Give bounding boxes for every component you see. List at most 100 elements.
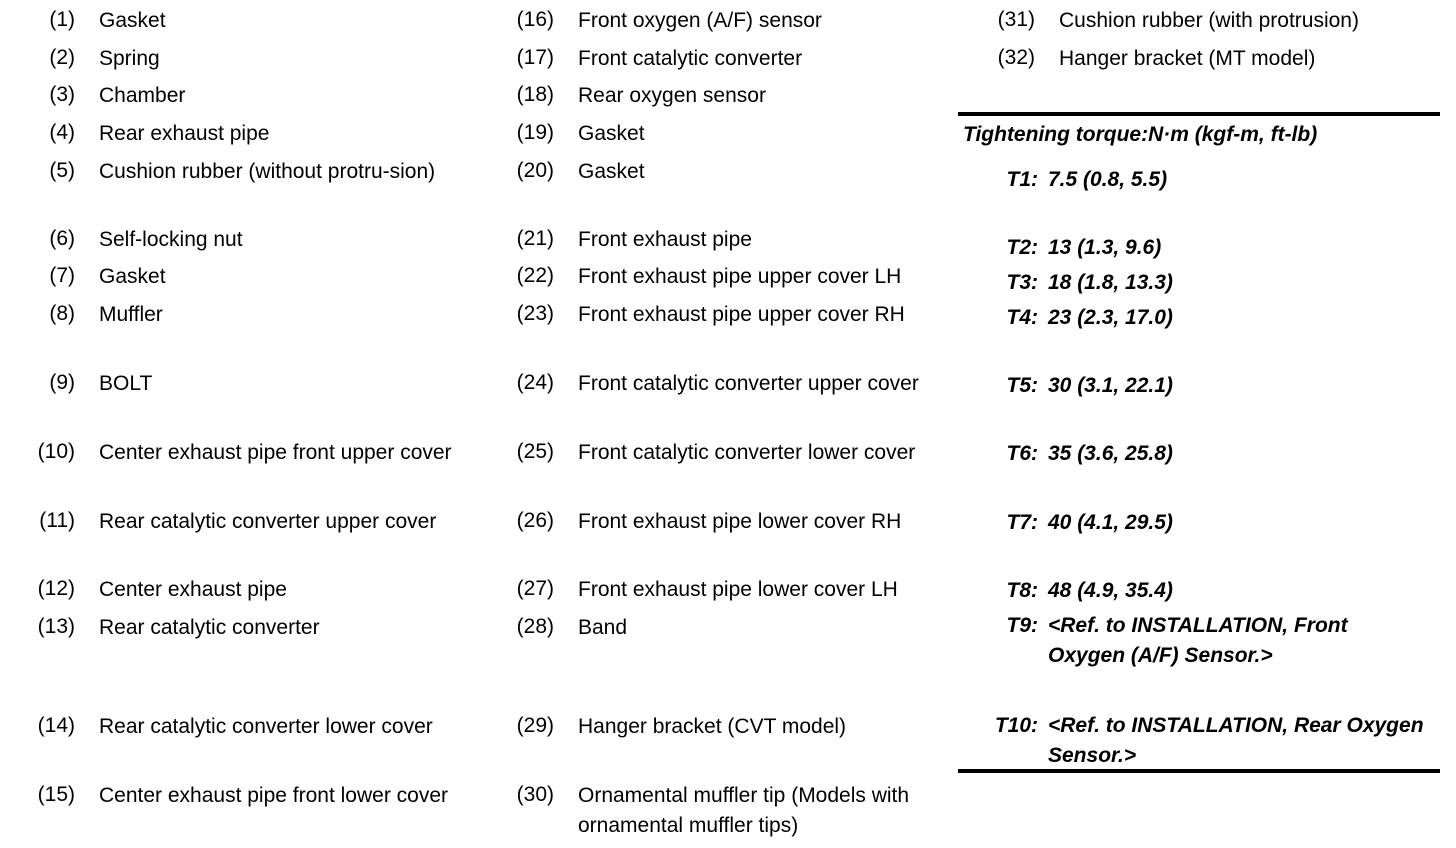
legend-item-number: (8) — [49, 302, 75, 325]
legend-item-label: Front exhaust pipe lower cover RH — [578, 510, 902, 533]
legend-item-label: Center exhaust pipe — [99, 578, 287, 601]
legend-item-label: Front exhaust pipe lower cover LH — [578, 578, 898, 601]
legend-item-label: Spring — [99, 47, 160, 70]
legend-item-label: Rear oxygen sensor — [578, 84, 766, 107]
legend-item-label: Self-locking nut — [99, 228, 243, 251]
legend-item-number: (4) — [49, 121, 75, 144]
legend-item-number: (24) — [516, 371, 554, 394]
legend-item: (22) Front exhaust pipe upper cover LH — [492, 262, 970, 300]
legend-item-label: Hanger bracket (CVT model) — [578, 715, 847, 738]
torque-value: 48 (4.9, 35.4) — [1048, 579, 1173, 602]
torque-table-top-rule — [958, 112, 1440, 116]
legend-item: (11)Rear catalytic converter upper cover — [13, 507, 471, 575]
legend-item: (13)Rear catalytic converter — [13, 613, 471, 712]
legend-item-label: Hanger bracket (MT model) — [1059, 47, 1316, 70]
legend-item-label: Front catalytic converter lower cover — [578, 441, 916, 464]
legend-item: (4) Rear exhaust pipe — [13, 119, 471, 157]
legend-item-label: Front catalytic converter upper cover — [578, 372, 919, 395]
torque-value: 7.5 (0.8, 5.5) — [1048, 168, 1168, 191]
legend-item-label: Rear exhaust pipe — [99, 122, 270, 145]
legend-item-number: (15) — [37, 783, 75, 806]
legend-item-number: (26) — [516, 509, 554, 532]
legend-item-number: (10) — [37, 440, 75, 463]
legend-item-number: (9) — [49, 371, 75, 394]
legend-item: (17) Front catalytic converter — [492, 44, 970, 81]
legend-item: (7) Gasket — [13, 262, 471, 300]
legend-item-label: Front exhaust pipe upper cover LH — [578, 265, 902, 288]
legend-item-label: Gasket — [99, 265, 166, 288]
legend-item-label: Gasket — [578, 160, 645, 183]
torque-table — [958, 112, 1440, 116]
legend-item: (2)Spring — [13, 44, 471, 81]
legend-item-number: (7) — [49, 264, 75, 287]
legend-item: (32) Hanger bracket (MT model) — [973, 44, 1456, 81]
legend-item: (15)Center exhaust pipe front lower cove… — [13, 781, 471, 848]
legend-item-number: (22) — [516, 264, 554, 287]
legend-item: (10) Center exhaust pipe front upper cove… — [13, 438, 471, 507]
legend-item-label: Ornamental muffler tip (Models with orna… — [578, 784, 910, 837]
torque-table-title: Tightening torque:N·m (kgf-m, ft-lb) — [963, 123, 1318, 146]
legend-item-number: (3) — [49, 83, 75, 106]
legend-item-label: Muffler — [99, 303, 163, 326]
legend-item-number: (29) — [516, 714, 554, 737]
legend-item: (30) Ornamental muffler tip (Models with … — [492, 781, 970, 848]
legend-item-number: (18) — [516, 83, 554, 106]
legend-item-label: Front exhaust pipe upper cover RH — [578, 303, 905, 326]
legend-item: (16) Front oxygen (A/F) sensor — [492, 6, 970, 44]
legend-item-label: Gasket — [578, 122, 645, 145]
torque-value: 30 (3.1, 22.1) — [1048, 374, 1173, 397]
legend-item: (19) Gasket — [492, 119, 970, 157]
legend-item-number: (19) — [516, 121, 554, 144]
legend-item: (25)Front catalytic converter lower cove… — [492, 438, 970, 507]
legend-item: (6) Self-locking nut — [13, 225, 471, 262]
torque-label: T3: — [1006, 271, 1039, 294]
torque-value: <Ref. to INSTALLATION, Rear Oxygen Senso… — [1048, 714, 1424, 767]
legend-item: (3) Chamber — [13, 81, 471, 119]
torque-table-bottom-rule — [958, 769, 1440, 773]
legend-item-label: Rear catalytic converter upper cover — [99, 510, 437, 533]
torque-label: T5: — [1006, 374, 1039, 397]
legend-item-number: (12) — [37, 577, 75, 600]
legend-item-label: Front exhaust pipe — [578, 228, 752, 251]
legend-item-label: Center exhaust pipe front upper cover — [99, 441, 452, 464]
legend-item: (24) Front catalytic converter upper cove… — [492, 369, 970, 438]
legend-item: (9) BOLT — [13, 369, 471, 438]
torque-value: <Ref. to INSTALLATION, Front Oxygen (A/F… — [1048, 614, 1348, 667]
legend-item-label: Rear catalytic converter lower cover — [99, 715, 433, 738]
legend-item-number: (17) — [516, 46, 554, 69]
legend-item: (1)Gasket — [13, 6, 471, 44]
legend-item-label: BOLT — [99, 372, 153, 395]
legend-item-number: (28) — [516, 615, 554, 638]
legend-item-label: Cushion rubber (with protrusion) — [1059, 9, 1359, 32]
legend-item-number: (23) — [516, 302, 554, 325]
torque-value: 40 (4.1, 29.5) — [1048, 511, 1173, 534]
legend-item-number: (27) — [516, 577, 554, 600]
legend-item-number: (5) — [49, 159, 75, 182]
legend-item: (27) Front exhaust pipe lower cover LH — [492, 575, 970, 613]
legend-item: (12) Center exhaust pipe — [13, 575, 471, 613]
legend-item-label: Front catalytic converter — [578, 47, 803, 70]
torque-label: T10: — [994, 714, 1038, 737]
legend-item: (26) Front exhaust pipe lower cover RH — [492, 507, 970, 575]
legend-item: (20)Gasket — [492, 157, 970, 225]
torque-value: 35 (3.6, 25.8) — [1048, 442, 1173, 465]
torque-value: 23 (2.3, 17.0) — [1048, 306, 1173, 329]
legend-item-number: (6) — [49, 227, 75, 250]
legend-item-label: Band — [578, 616, 628, 639]
legend-item-label: Rear catalytic converter — [99, 616, 320, 639]
legend-item-number: (32) — [997, 46, 1035, 69]
torque-label: T8: — [1006, 579, 1039, 602]
legend-item: (28) Band — [492, 613, 970, 712]
legend-item-number: (16) — [516, 8, 554, 31]
legend-item-number: (30) — [516, 783, 554, 806]
legend-item-number: (21) — [516, 227, 554, 250]
legend-item: (18) Rear oxygen sensor — [492, 81, 970, 119]
legend-item-label: Chamber — [99, 84, 186, 107]
legend-item-label: Cushion rubber (without protru-​sion) — [99, 160, 436, 183]
legend-item: (8) Muffler — [13, 300, 471, 369]
torque-label: T7: — [1006, 511, 1039, 534]
legend-item-label: Front oxygen (A/F) sensor — [578, 9, 822, 32]
torque-label: T2: — [1006, 236, 1039, 259]
torque-value: 18 (1.8, 13.3) — [1048, 271, 1173, 294]
